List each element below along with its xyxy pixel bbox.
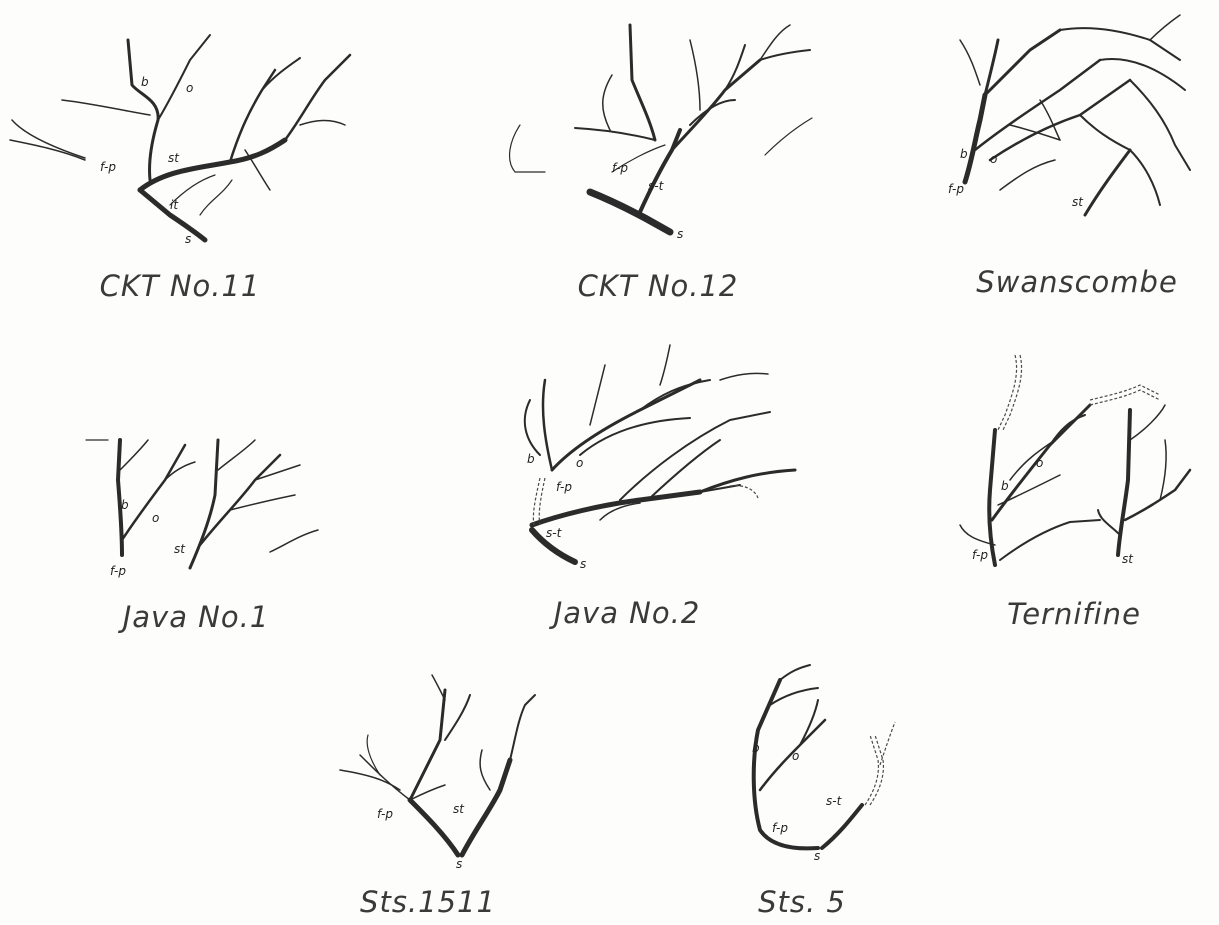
tag-o: o [792,750,799,762]
caption-sts-5: Sts. 5 [758,888,846,917]
tag-b: b [752,742,760,754]
tag-s-t: s-t [826,795,841,807]
tag-f-p: f-p [772,822,788,834]
tag-s: s [814,850,820,862]
